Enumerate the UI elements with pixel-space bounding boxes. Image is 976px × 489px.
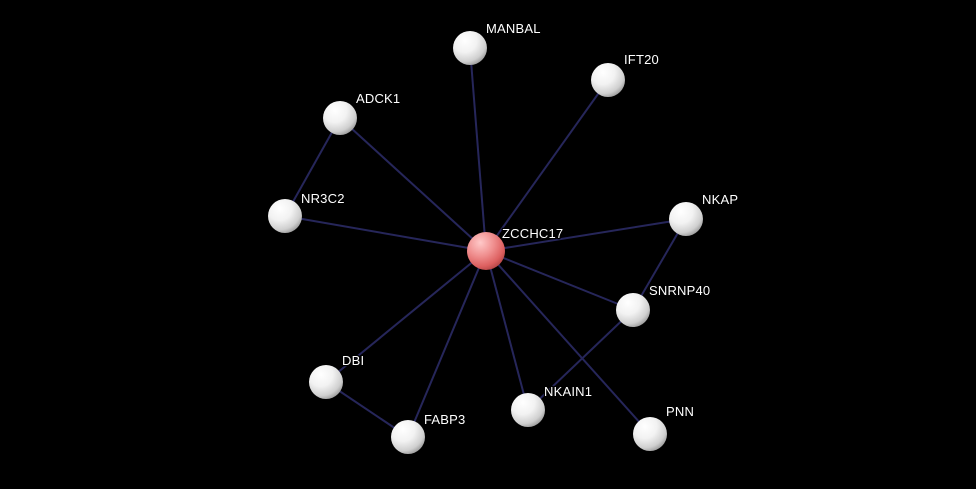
edge-ZCCHC17-MANBAL[interactable] (469, 47, 487, 252)
node-IFT20[interactable] (591, 63, 625, 97)
node-ZCCHC17[interactable] (467, 232, 505, 270)
edge-ZCCHC17-ADCK1[interactable] (339, 117, 487, 252)
node-label-IFT20: IFT20 (624, 52, 659, 67)
node-SNRNP40[interactable] (616, 293, 650, 327)
edge-ZCCHC17-FABP3[interactable] (407, 250, 487, 438)
node-label-FABP3: FABP3 (424, 412, 465, 427)
node-label-NKAIN1: NKAIN1 (544, 384, 592, 399)
nodes-layer (268, 31, 703, 454)
node-label-NKAP: NKAP (702, 192, 738, 207)
edge-ZCCHC17-PNN[interactable] (485, 250, 651, 435)
node-label-PNN: PNN (666, 404, 694, 419)
edge-ZCCHC17-IFT20[interactable] (485, 79, 609, 252)
edge-ZCCHC17-NKAP[interactable] (485, 218, 687, 252)
node-label-NR3C2: NR3C2 (301, 191, 345, 206)
edge-ZCCHC17-NKAIN1[interactable] (485, 250, 529, 411)
edge-ADCK1-NR3C2[interactable] (284, 117, 341, 217)
node-DBI[interactable] (309, 365, 343, 399)
node-ADCK1[interactable] (323, 101, 357, 135)
node-NKAIN1[interactable] (511, 393, 545, 427)
edge-NKAP-SNRNP40[interactable] (632, 218, 687, 311)
node-label-SNRNP40: SNRNP40 (649, 283, 710, 298)
node-NKAP[interactable] (669, 202, 703, 236)
node-FABP3[interactable] (391, 420, 425, 454)
edge-SNRNP40-NKAIN1[interactable] (527, 309, 634, 411)
node-PNN[interactable] (633, 417, 667, 451)
node-label-ZCCHC17: ZCCHC17 (502, 226, 563, 241)
node-label-MANBAL: MANBAL (486, 21, 541, 36)
node-label-DBI: DBI (342, 353, 364, 368)
edge-ZCCHC17-DBI[interactable] (325, 250, 487, 383)
node-NR3C2[interactable] (268, 199, 302, 233)
node-MANBAL[interactable] (453, 31, 487, 65)
node-label-ADCK1: ADCK1 (356, 91, 400, 106)
edge-ZCCHC17-SNRNP40[interactable] (485, 250, 634, 311)
edge-ZCCHC17-NR3C2[interactable] (284, 215, 487, 252)
